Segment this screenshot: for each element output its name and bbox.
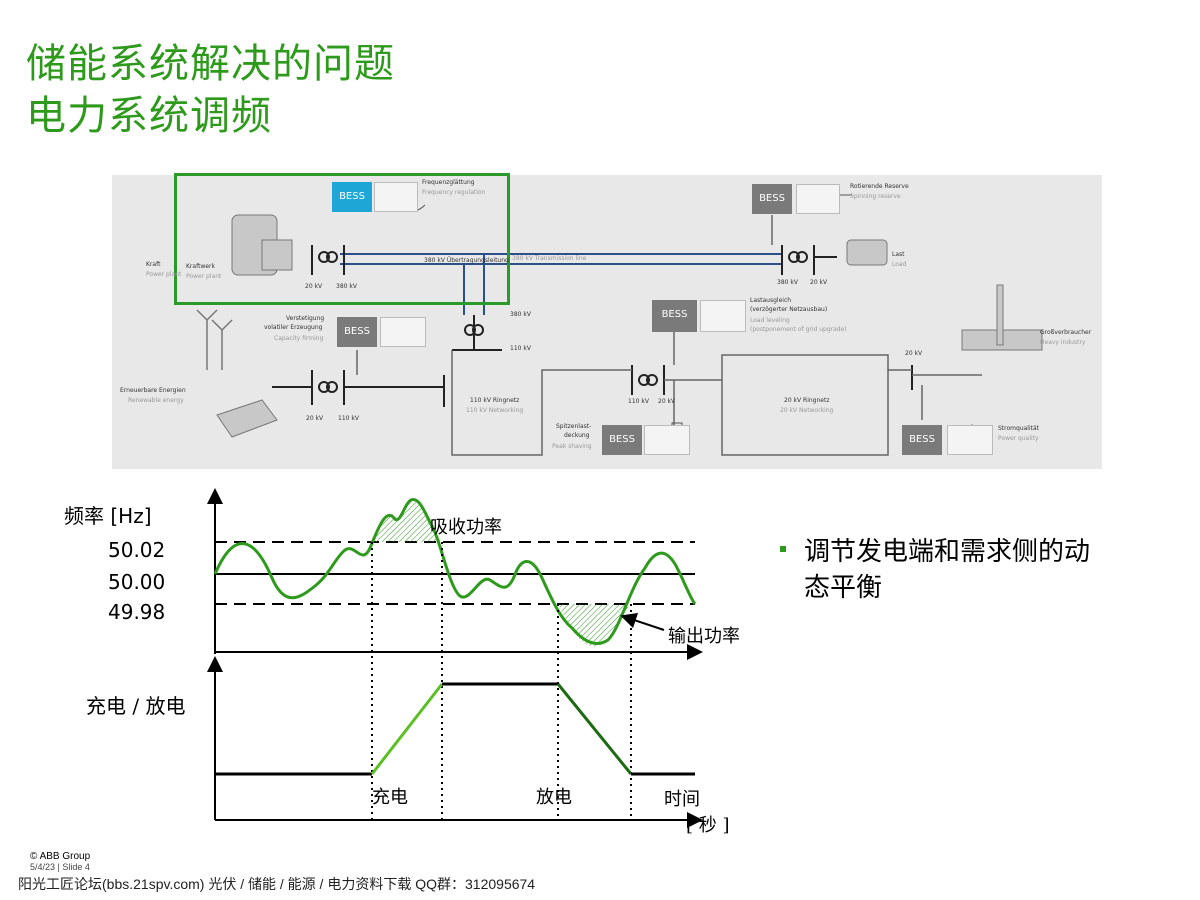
- footer-date-slide: 5/4/23 | Slide 4: [30, 862, 90, 872]
- label-ren-en: Renewable energy: [128, 397, 184, 404]
- label-pq-de: Stromqualität: [998, 425, 1040, 432]
- freq-tick-upper: 50.02: [108, 538, 166, 562]
- label-industry-de: Großverbraucher: [1040, 329, 1092, 336]
- output-power-label: 输出功率: [668, 626, 740, 647]
- freq-tick-nominal: 50.00: [108, 570, 166, 594]
- slide-title-line2: 电力系统调频: [26, 93, 272, 139]
- bess-block-frequency: BESS: [332, 182, 372, 212]
- grid-diagram-lines: [196, 194, 1043, 456]
- label-ring20-en: 20 kV Networking: [780, 407, 834, 414]
- mini-chart-quality: [947, 425, 993, 455]
- footer-copyright: © ABB Group: [30, 851, 91, 862]
- label-load: Load: [892, 261, 907, 268]
- output-area: [558, 604, 630, 647]
- label-kraftwerk: Kraftwerk: [186, 263, 215, 270]
- mini-chart-frequency: [374, 182, 418, 212]
- label-pq-en: Power quality: [998, 435, 1039, 442]
- label-kv20-ind: 20 kV: [905, 350, 923, 357]
- label-peak-en: Peak shaving: [552, 443, 592, 450]
- label-kv380-load: 380 kV: [777, 279, 798, 286]
- label-kv380-plant: 380 kV: [336, 283, 357, 290]
- label-peak-de2: deckung: [564, 432, 590, 439]
- label-cap-en: Capacity firming: [274, 335, 324, 342]
- time-unit-label: [ 秒 ]: [686, 815, 730, 836]
- slide-title-line1: 储能系统解决的问题: [26, 41, 395, 87]
- label-cap-de2: volatiler Erzeugung: [264, 324, 323, 331]
- bess-block-peak-shaving: BESS: [602, 425, 642, 455]
- label-level-en2: (postponement of grid upgrade): [750, 326, 847, 333]
- label-kv20-ren: 20 kV: [306, 415, 324, 422]
- frequency-curve: [213, 498, 697, 645]
- label-freq-reg-de: Frequenzglättung: [422, 179, 475, 186]
- bullet-text: 调节发电端和需求侧的动态平衡: [804, 537, 1091, 603]
- mini-chart-peak: [644, 425, 690, 455]
- label-spin-res-de: Rotierende Reserve: [850, 183, 909, 190]
- label-power-plant-short: Power plant: [146, 271, 182, 278]
- charge-y-label: 充电 / 放电: [86, 694, 186, 718]
- label-kv20-load: 20 kV: [810, 279, 828, 286]
- charge-ramp: [370, 683, 444, 775]
- bess-block-load-leveling: BESS: [652, 300, 697, 332]
- label-level-en1: Load leveling: [750, 317, 790, 324]
- label-kv110-ren: 110 kV: [338, 415, 359, 422]
- mini-chart-load-leveling: [700, 300, 746, 332]
- label-level-de1: Lastausgleich: [750, 297, 792, 304]
- footer-forum: 阳光工匠论坛(bbs.21spv.com) 光伏 / 储能 / 能源 / 电力资…: [18, 876, 536, 892]
- label-power-plant: Power plant: [186, 273, 222, 280]
- label-kv110-sub: 110 kV: [510, 345, 531, 352]
- label-ring110-de: 110 kV Ringnetz: [470, 397, 520, 404]
- label-ring110-en: 110 kV Networking: [466, 407, 524, 414]
- label-spin-res-en: Spinning reserve: [850, 193, 901, 200]
- label-ring20-de: 20 kV Ringnetz: [784, 397, 830, 404]
- freq-tick-lower: 49.98: [108, 600, 166, 624]
- label-kv380-sub: 380 kV: [510, 311, 531, 318]
- highlight-box-frequency-regulation: [174, 173, 510, 305]
- freq-y-label: 频率 [Hz]: [64, 504, 152, 528]
- label-freq-reg-en: Frequency regulation: [422, 189, 486, 196]
- bess-block-capacity-firming: BESS: [337, 317, 377, 347]
- label-transmission-de: 380 kV Übertragungsleitung: [424, 257, 509, 264]
- label-kv20-ring: 20 kV: [658, 398, 676, 405]
- label-cap-de1: Verstetigung: [286, 315, 325, 322]
- charge-label: 充电: [372, 787, 408, 808]
- bullet-square-icon: [780, 546, 786, 552]
- frequency-charge-diagram: [207, 488, 703, 828]
- label-kraft-short: Kraft: [146, 261, 161, 268]
- mini-chart-spinning: [796, 184, 840, 214]
- label-last: Last: [892, 251, 905, 258]
- label-transmission-en: 380 kV Transmission line: [512, 255, 587, 262]
- label-ren-de: Erneuerbare Energien: [120, 387, 186, 394]
- bullet-point: 调节发电端和需求侧的动态平衡: [780, 534, 1110, 606]
- label-level-de2: (verzögerter Netzausbau): [750, 306, 828, 313]
- discharge-label: 放电: [536, 787, 572, 808]
- label-kv20-plant: 20 kV: [305, 283, 323, 290]
- absorb-power-label: 吸收功率: [430, 517, 502, 538]
- bess-block-spinning-reserve: BESS: [752, 184, 792, 214]
- label-peak-de1: Spitzenlast-: [556, 423, 592, 430]
- output-pointer: [620, 612, 665, 631]
- discharge-ramp: [556, 683, 633, 775]
- time-label: 时间: [664, 789, 700, 810]
- grid-diagram: BESS BESS BESS BESS BESS BESS Frequenzgl…: [112, 173, 1102, 469]
- label-kv110-ring: 110 kV: [628, 398, 649, 405]
- bess-block-power-quality: BESS: [902, 425, 942, 455]
- label-industry-en: Heavy industry: [1040, 339, 1086, 346]
- mini-chart-capacity: [380, 317, 426, 347]
